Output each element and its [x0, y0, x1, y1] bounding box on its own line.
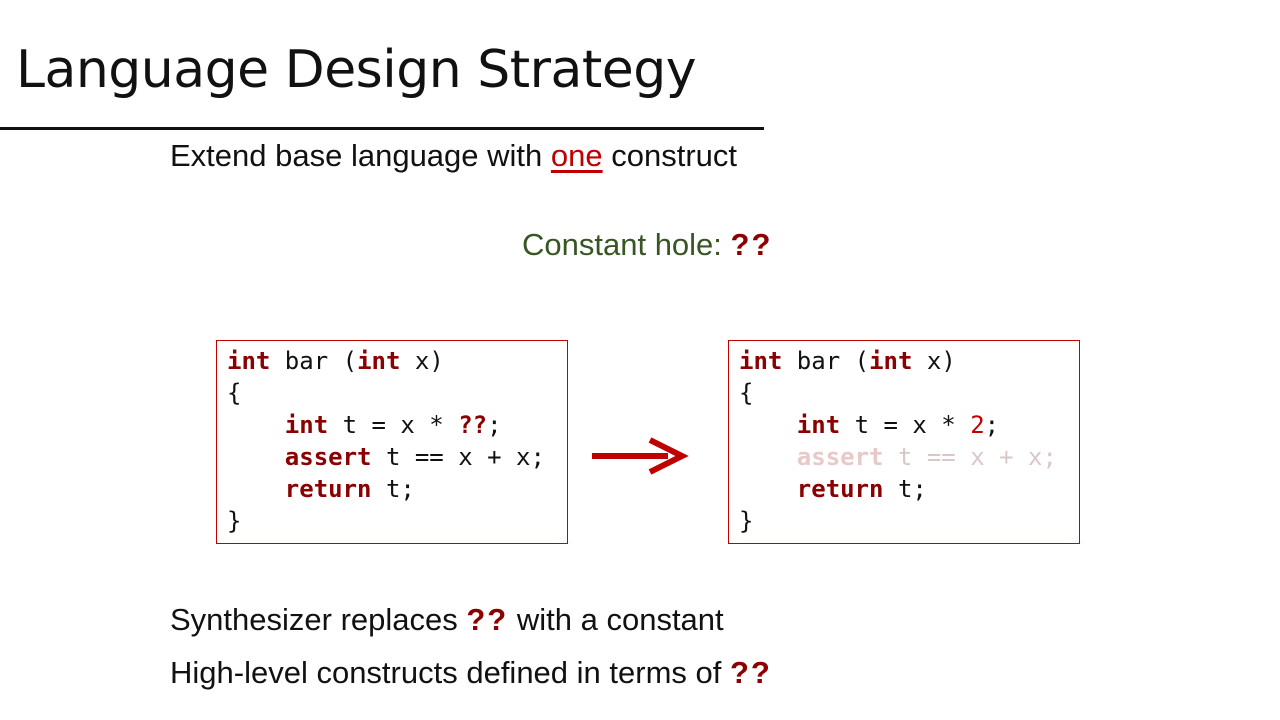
- synthesizer-line: Synthesizer replaces ?? with a constant: [170, 602, 724, 638]
- code-indent: [227, 475, 285, 503]
- code-text: x): [400, 347, 444, 375]
- code-line: }: [227, 507, 242, 535]
- code-line: int t = x * ??;: [227, 409, 567, 441]
- code-text: x): [912, 347, 956, 375]
- hole-mark: ??: [466, 602, 509, 637]
- code-indent: [739, 475, 797, 503]
- code-line: int bar (int x): [227, 345, 567, 377]
- code-keyword: int: [284, 411, 329, 439]
- code-text: ;: [487, 411, 502, 439]
- slide-title: Language Design Strategy: [16, 40, 697, 100]
- code-keyword: assert: [796, 443, 884, 471]
- code-line: }: [739, 507, 754, 535]
- constant-hole-line: Constant hole: ??: [522, 227, 772, 263]
- synthesizer-line-post: with a constant: [508, 602, 724, 637]
- constant-hole-label: Constant hole:: [522, 227, 731, 262]
- title-underline: [0, 127, 764, 130]
- code-before-box: int bar (int x) { int t = x * ??; assert…: [216, 340, 568, 544]
- code-keyword: assert: [284, 443, 372, 471]
- code-keyword: return: [796, 475, 884, 503]
- code-after-box: int bar (int x) { int t = x * 2; assert …: [728, 340, 1080, 544]
- code-text: bar (: [782, 347, 870, 375]
- synthesizer-line-pre: Synthesizer replaces: [170, 602, 467, 637]
- intro-line-pre: Extend base language with: [170, 138, 551, 173]
- code-text: t == x + x;: [883, 443, 1057, 471]
- code-text: t;: [371, 475, 415, 503]
- code-keyword: int: [739, 347, 783, 375]
- code-keyword: int: [796, 411, 841, 439]
- code-line: assert t == x + x;: [227, 441, 567, 473]
- code-line-faded: assert t == x + x;: [739, 441, 1079, 473]
- code-text: t;: [883, 475, 927, 503]
- code-indent: [739, 411, 797, 439]
- code-keyword: int: [227, 347, 271, 375]
- code-indent: [227, 443, 285, 471]
- code-line: int bar (int x): [739, 345, 1079, 377]
- hole-mark: ??: [730, 227, 773, 262]
- code-text: t == x + x;: [371, 443, 545, 471]
- code-line: {: [739, 379, 754, 407]
- code-keyword: int: [357, 347, 401, 375]
- right-arrow-icon: [592, 437, 689, 475]
- code-constant: 2: [970, 411, 985, 439]
- code-text: bar (: [270, 347, 358, 375]
- intro-line-emphasis: one: [550, 138, 603, 173]
- code-line: return t;: [739, 473, 1079, 505]
- code-text: t = x *: [840, 411, 971, 439]
- high-level-line-pre: High-level constructs defined in terms o…: [170, 655, 730, 690]
- code-keyword: return: [284, 475, 372, 503]
- code-hole: ??: [458, 411, 488, 439]
- code-text: ;: [984, 411, 1000, 439]
- code-keyword: int: [869, 347, 913, 375]
- intro-line: Extend base language with one construct: [170, 138, 737, 174]
- intro-line-post: construct: [602, 138, 738, 173]
- high-level-line: High-level constructs defined in terms o…: [170, 655, 772, 691]
- code-line: int t = x * 2;: [739, 409, 1079, 441]
- hole-mark: ??: [729, 655, 772, 690]
- code-indent: [739, 443, 797, 471]
- code-text: t = x *: [328, 411, 459, 439]
- code-indent: [227, 411, 285, 439]
- code-line: {: [227, 379, 242, 407]
- code-line: return t;: [227, 473, 567, 505]
